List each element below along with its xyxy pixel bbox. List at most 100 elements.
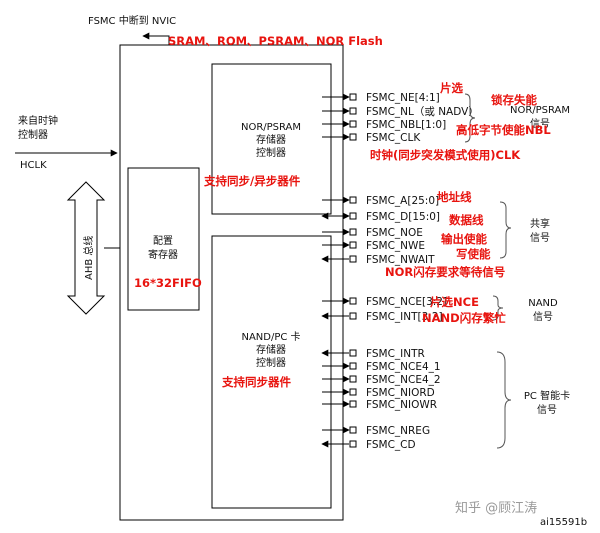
group-label-nor: 信号 — [530, 118, 550, 130]
pin-square — [349, 297, 357, 305]
signal-row: FSMC_NIORD — [322, 387, 435, 399]
pin-square — [349, 196, 357, 204]
pin-square — [349, 133, 357, 141]
block-label-line: 控制器 — [256, 356, 286, 369]
group-label-shared: 信号 — [530, 232, 550, 244]
signal-row: FSMC_A[25:0] — [322, 195, 439, 207]
annotation-nce: 片选NCE — [430, 295, 479, 309]
signal-row: FSMC_NOE — [322, 227, 423, 239]
group-label-pc: 信号 — [537, 404, 557, 416]
pin-square — [349, 426, 357, 434]
pin-square — [349, 349, 357, 357]
group-label-nor: NOR/PSRAM — [510, 105, 570, 116]
signal-row: FSMC_NCE4_2 — [322, 374, 441, 386]
group-label-nand: NAND — [528, 298, 558, 309]
block-label-line: NAND/PC 卡 — [241, 330, 300, 343]
signal-label: FSMC_CLK — [366, 132, 421, 144]
nand-sync-note: 支持同步器件 — [221, 375, 291, 389]
signal-row: FSMC_INTR — [321, 348, 425, 360]
signal-row: FSMC_CD — [321, 439, 416, 451]
signal-row: FSMC_NREG — [322, 425, 430, 437]
annotation-chip-select: 片选 — [440, 81, 463, 95]
signal-label: FSMC_CD — [366, 439, 416, 451]
signal-row: FSMC_D[15:0] — [321, 211, 440, 223]
annotation-latch: 锁存失能 — [491, 93, 537, 107]
pin-square — [349, 120, 357, 128]
signal-label: FSMC_NCE4_1 — [366, 361, 441, 373]
pin-square — [349, 375, 357, 383]
pin-square — [349, 241, 357, 249]
signal-label: FSMC_NWAIT — [366, 254, 435, 266]
signal-label: FSMC_NREG — [366, 425, 430, 437]
group-label-nand: 信号 — [533, 311, 553, 323]
hclk-label: HCLK — [20, 160, 47, 171]
signal-label: FSMC_INT[3:2] — [366, 311, 443, 323]
signal-label: FSMC_NL（或 NADV） — [366, 106, 479, 118]
pin-square — [349, 400, 357, 408]
signal-layer: FSMC_NE[4:1] FSMC_NL（或 NADV）FSMC_NBL[1:0]… — [321, 92, 479, 451]
signal-label: FSMC_NWE — [366, 240, 425, 252]
signal-label: FSMC_D[15:0] — [366, 211, 440, 223]
signal-row: FSMC_CLK — [322, 132, 421, 144]
pin-square — [349, 312, 357, 320]
fifo-note: 16*32FIFO — [134, 276, 202, 290]
annotation-data: 数据线 — [449, 213, 484, 227]
nor-group-brace — [464, 93, 476, 143]
nand-group-brace — [492, 295, 504, 321]
clock-source-line-2: 控制器 — [18, 128, 48, 141]
annotation-busy: NAND闪存繁忙 — [422, 311, 506, 325]
group-label-shared: 共享 — [530, 217, 550, 230]
signal-row: FSMC_NE[4:1] — [322, 92, 440, 104]
memory-types-annotation: SRAM、ROM、PSRAM、NOR Flash — [168, 34, 383, 48]
annotation-clock: 时钟(同步突发模式使用)CLK — [370, 148, 521, 162]
block-label-line: 寄存器 — [148, 248, 178, 261]
nvic-arrow — [142, 32, 170, 45]
signal-row: FSMC_NIOWR — [322, 399, 437, 411]
ahb-bus-arrow — [66, 181, 106, 315]
signal-row: FSMC_NCE[3:2] — [322, 296, 447, 308]
signal-label: FSMC_NIOWR — [366, 399, 437, 411]
signal-row: FSMC_INT[3:2] — [321, 311, 443, 323]
signal-label: FSMC_NIORD — [366, 387, 435, 399]
signal-row: FSMC_NCE4_1 — [322, 361, 441, 373]
pin-square — [349, 93, 357, 101]
nor-sync-note: 支持同步/异步器件 — [203, 174, 301, 188]
figure-id: ai15591b — [540, 517, 587, 528]
annotation-output-enable: 输出使能 — [441, 232, 487, 246]
pin-square — [349, 255, 357, 263]
signal-label: FSMC_NBL[1:0] — [366, 119, 446, 131]
clock-source-label: 来自时钟 控制器 — [18, 114, 61, 141]
shared-group-brace — [499, 201, 512, 259]
signal-row: FSMC_NWAIT — [321, 254, 435, 266]
nor-psram-controller — [211, 63, 332, 215]
signal-row: FSMC_NBL[1:0] — [322, 119, 446, 131]
pc-group-brace — [496, 351, 512, 449]
annotation-write-enable: 写使能 — [456, 247, 491, 261]
annotation-address: 地址线 — [437, 190, 472, 204]
nvic-label: FSMC 中断到 NVIC — [88, 14, 176, 27]
signal-label: FSMC_A[25:0] — [366, 195, 439, 207]
pin-square — [349, 212, 357, 220]
annotation-nwait: NOR闪存要求等待信号 — [385, 265, 505, 279]
block-label-line: 存储器 — [256, 343, 286, 356]
pin-square — [349, 107, 357, 115]
signal-label: FSMC_NE[4:1] — [366, 92, 440, 104]
pin-square — [349, 362, 357, 370]
pin-square — [349, 388, 357, 396]
watermark: 知乎 @顾江涛 — [455, 500, 537, 516]
block-label-line: 控制器 — [256, 146, 286, 159]
block-label-line: NOR/PSRAM — [241, 122, 301, 133]
config-registers — [127, 167, 200, 311]
signal-label: FSMC_INTR — [366, 348, 425, 360]
nand-pc-controller — [211, 235, 332, 509]
annotation-byte-enable: 高低字节使能NBL — [456, 123, 551, 137]
signal-label: FSMC_NCE[3:2] — [366, 296, 447, 308]
block-label-line: 存储器 — [256, 133, 286, 146]
signal-row: FSMC_NL（或 NADV） — [322, 106, 479, 118]
block-label-line: 配置 — [153, 235, 173, 247]
